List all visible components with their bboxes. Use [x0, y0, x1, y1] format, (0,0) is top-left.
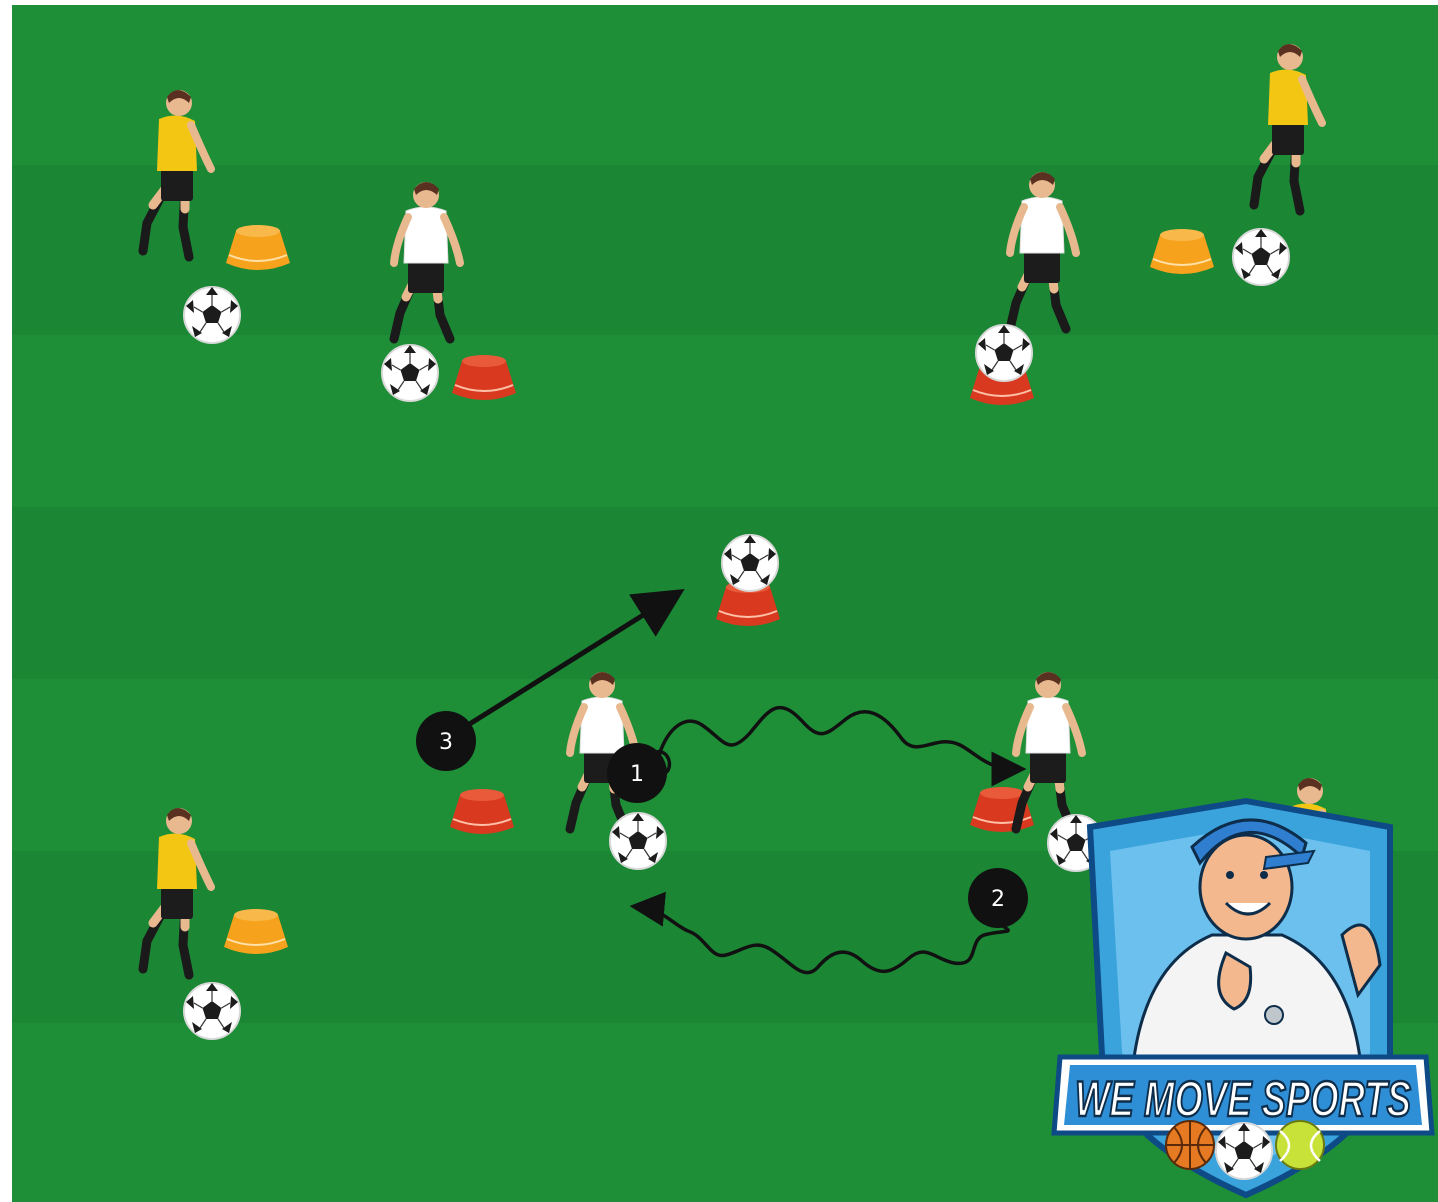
soccer-ball [1233, 229, 1289, 285]
step-label: 1 [630, 762, 644, 787]
logo-wordmark: WE MOVE SPORTS [1075, 1071, 1411, 1127]
soccer-ball [976, 325, 1032, 381]
step-marker-3: 3 [416, 711, 476, 771]
soccer-ball [184, 287, 240, 343]
soccer-ball-icon [1216, 1123, 1272, 1179]
tennis-ball-icon [1276, 1121, 1324, 1169]
step-marker-2: 2 [968, 868, 1028, 928]
step-label: 3 [439, 730, 453, 755]
soccer-ball [382, 345, 438, 401]
soccer-ball [184, 983, 240, 1039]
basketball-icon [1166, 1121, 1214, 1169]
step-label: 2 [991, 887, 1005, 912]
training-field-diagram: 1 2 3 WE MOVE SPORTS [12, 5, 1438, 1202]
step-marker-1: 1 [607, 743, 667, 803]
soccer-ball [610, 813, 666, 869]
soccer-ball [722, 535, 778, 591]
